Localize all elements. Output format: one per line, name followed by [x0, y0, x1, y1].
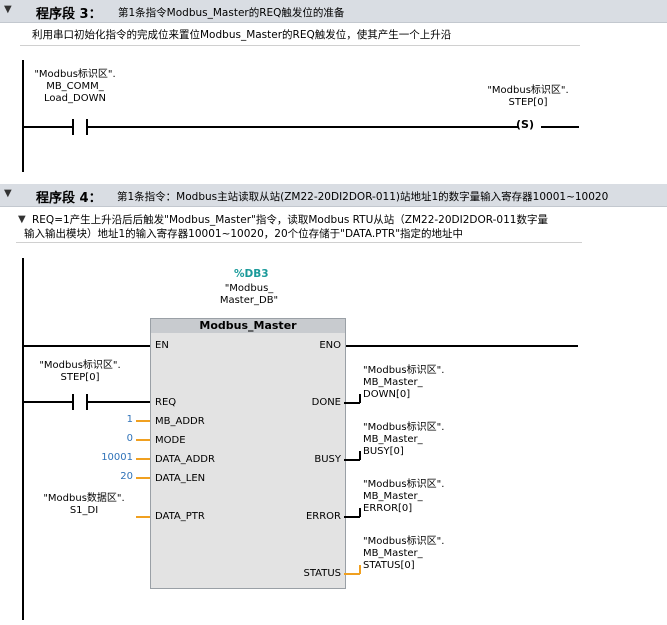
status-operand-label[interactable]: "Modbus标识区". MB_Master_ STATUS[0] [363, 536, 445, 571]
block-title: Modbus_Master [151, 319, 345, 333]
wire-eno [344, 345, 578, 347]
coil-operand-label[interactable]: "Modbus标识区". STEP[0] [487, 85, 569, 108]
set-coil[interactable]: (S) [516, 118, 534, 131]
pin-done: DONE [311, 397, 341, 408]
segment3-title: 程序段 3： [36, 7, 102, 22]
busy-operand-label[interactable]: "Modbus标识区". MB_Master_ BUSY[0] [363, 422, 445, 457]
wire-done [344, 402, 360, 404]
segment4-comment-line2: 输入输出模块）地址1的输入寄存器10001~10020，20个位存储于"DATA… [24, 228, 464, 240]
modbus-master-block[interactable]: Modbus_Master EN REQ MB_ADDR MODE DATA_A… [150, 318, 346, 589]
done-operand-label[interactable]: "Modbus标识区". MB_Master_ DOWN[0] [363, 365, 445, 400]
wire-busy [344, 459, 360, 461]
triangle-down-icon[interactable]: ▼ [4, 4, 12, 15]
pin-busy: BUSY [314, 454, 341, 465]
segment4-comment[interactable]: ▼ REQ=1产生上升沿后后触发"Modbus_Master"指令，读取Modb… [16, 212, 582, 243]
data-ptr-operand-label[interactable]: "Modbus数据区". S1_DI [43, 493, 125, 516]
segment3-description: 第1条指令Modbus_Master的REQ触发位的准备 [118, 7, 345, 19]
wire-req [88, 401, 150, 403]
wire-en [22, 345, 150, 347]
wire-data-ptr [136, 516, 150, 518]
segment4-comment-line1: REQ=1产生上升沿后后触发"Modbus_Master"指令，读取Modbus… [32, 214, 548, 226]
segment4-description: 第1条指令：Modbus主站读取从站(ZM22-20DI2DOR-011)站地址… [117, 191, 609, 203]
contact-right-bar[interactable] [86, 394, 88, 410]
pin-req: REQ [155, 397, 177, 408]
wire-data-len [136, 477, 150, 479]
wire [22, 401, 72, 403]
segment4-header[interactable]: ▼ 程序段 4： 第1条指令：Modbus主站读取从站(ZM22-20DI2DO… [0, 184, 667, 207]
wire-busy [359, 451, 361, 460]
instance-db-name[interactable]: %DB3 [234, 268, 269, 280]
wire-data-addr [136, 458, 150, 460]
error-operand-label[interactable]: "Modbus标识区". MB_Master_ ERROR[0] [363, 479, 445, 514]
wire-mb-addr [136, 420, 150, 422]
power-rail-left [22, 258, 24, 620]
wire-error [359, 508, 361, 517]
triangle-down-icon[interactable]: ▼ [18, 214, 26, 225]
segment3-header[interactable]: ▼ 程序段 3： 第1条指令Modbus_Master的REQ触发位的准备 [0, 0, 667, 23]
pin-mode: MODE [155, 435, 186, 446]
contact-right-bar[interactable] [86, 119, 88, 135]
wire-mode [136, 439, 150, 441]
wire-done [359, 394, 361, 403]
triangle-down-icon[interactable]: ▼ [4, 188, 12, 199]
contact-operand-label[interactable]: "Modbus标识区". MB_COMM_ Load_DOWN [34, 69, 116, 104]
pin-mb-addr: MB_ADDR [155, 416, 205, 427]
mb-addr-value[interactable]: 1 [126, 414, 133, 425]
pin-en: EN [155, 340, 169, 351]
pin-status: STATUS [303, 568, 341, 579]
wire-error [344, 516, 360, 518]
mode-value[interactable]: 0 [126, 433, 133, 444]
pin-eno: ENO [319, 340, 341, 351]
data-len-value[interactable]: 20 [120, 471, 133, 482]
wire-status [359, 565, 361, 574]
segment3-comment[interactable]: 利用串口初始化指令的完成位来置位Modbus_Master的REQ触发位，使其产… [20, 27, 580, 46]
contact-left-bar[interactable] [72, 119, 74, 135]
wire [22, 126, 72, 128]
req-contact-operand-label[interactable]: "Modbus标识区". STEP[0] [39, 360, 121, 383]
contact-left-bar[interactable] [72, 394, 74, 410]
pin-error: ERROR [305, 511, 341, 522]
pin-data-ptr: DATA_PTR [155, 511, 205, 522]
power-rail-left [22, 60, 24, 172]
data-addr-value[interactable]: 10001 [101, 452, 133, 463]
pin-data-len: DATA_LEN [155, 473, 206, 484]
pin-data-addr: DATA_ADDR [155, 454, 215, 465]
segment3-comment-text: 利用串口初始化指令的完成位来置位Modbus_Master的REQ触发位，使其产… [32, 29, 452, 41]
instance-db-label[interactable]: "Modbus_ Master_DB" [219, 283, 279, 306]
segment4-title: 程序段 4： [36, 191, 102, 206]
wire-status [344, 573, 360, 575]
set-coil-symbol: S [521, 118, 529, 131]
wire [541, 126, 579, 128]
wire [88, 126, 518, 128]
